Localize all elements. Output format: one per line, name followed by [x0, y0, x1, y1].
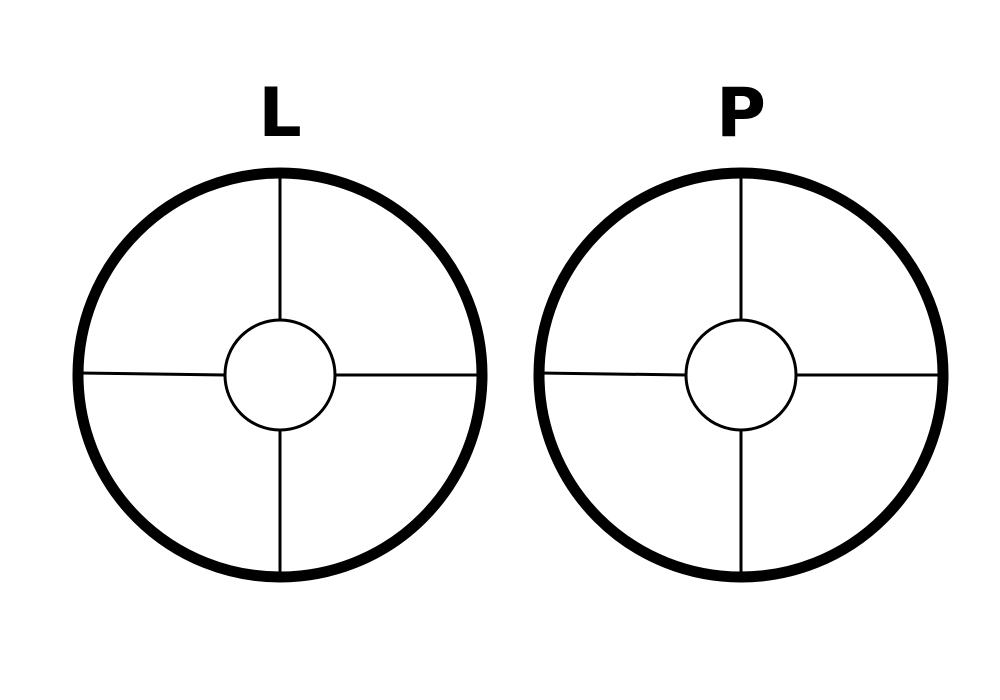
right-inner-circle — [684, 318, 798, 432]
right-circle-group: P — [533, 74, 949, 583]
left-spoke-left — [77, 371, 226, 377]
left-inner-circle — [223, 318, 337, 432]
left-label: L — [258, 74, 301, 153]
right-label: P — [716, 74, 766, 153]
right-spoke-left — [538, 371, 687, 377]
left-circle-group: L — [72, 74, 488, 583]
